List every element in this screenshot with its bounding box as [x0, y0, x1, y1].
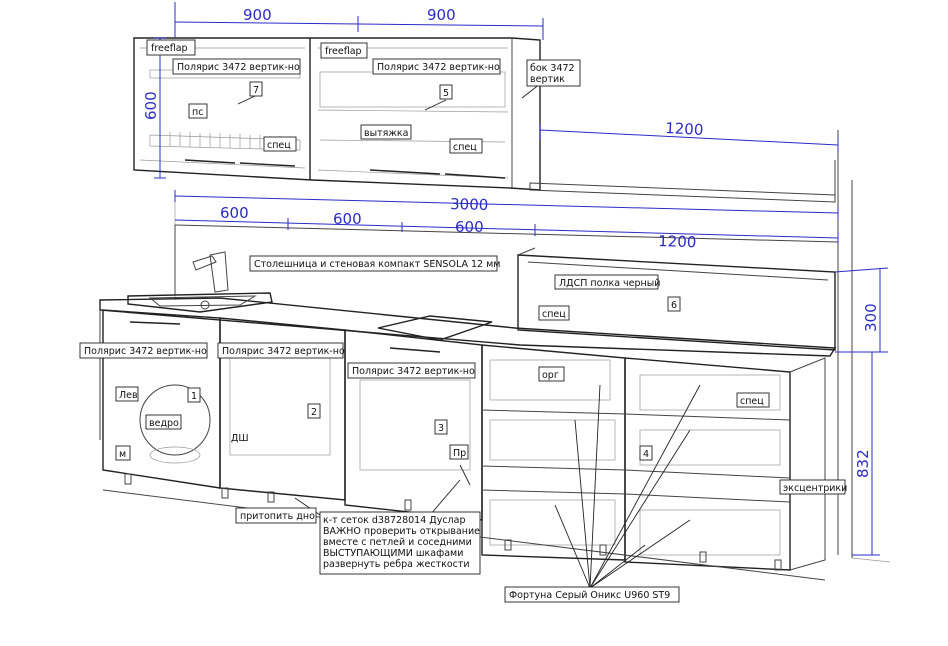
label-fortuna: Фортуна Серый Оникс U960 ST9 [509, 590, 670, 601]
note-line-1: к-т сеток d38728014 Дуслар [323, 515, 466, 526]
label-dsh: ДШ [231, 433, 249, 444]
label-polaris-base-1: Полярис 3472 вертик-но [84, 346, 207, 357]
dim-base-4: 1200 [658, 232, 697, 251]
label-spec-1: спец [267, 140, 291, 151]
dimension-texts: 900 900 600 1200 3000 600 600 600 1200 3… [142, 6, 880, 478]
dim-base-1: 600 [220, 204, 249, 222]
number-6: 6 [671, 300, 677, 311]
label-pr: Пр [453, 448, 466, 459]
dim-base-2: 600 [333, 210, 362, 228]
number-1: 1 [191, 391, 197, 402]
note-line-4: ВЫСТУПАЮЩИМИ шкафами [323, 548, 463, 559]
label-bok-2: вертик [530, 74, 565, 85]
label-org: орг [542, 370, 559, 381]
label-vytyazhka: вытяжка [364, 128, 408, 139]
leader-lines [237, 79, 701, 589]
number-4: 4 [643, 449, 649, 460]
label-m: м [119, 449, 126, 460]
label-pc: пс [192, 107, 203, 118]
dim-total-width: 3000 [450, 195, 489, 214]
label-freeflap-1: freeflap [151, 43, 188, 54]
dimension-lines [154, 2, 889, 556]
sink [127, 251, 273, 313]
dim-upper-mid: 900 [427, 6, 456, 24]
label-spec-4: спец [740, 396, 764, 407]
label-lev: Лев [119, 390, 138, 401]
number-3: 3 [438, 423, 444, 434]
label-spec-2: спец [453, 142, 477, 153]
number-7: 7 [253, 85, 259, 96]
label-polaris-upper-1: Полярис 3472 вертик-но [177, 62, 300, 73]
label-spec-3: спец [542, 309, 566, 320]
ldsp-shelf-box [517, 247, 836, 351]
number-5: 5 [443, 88, 449, 99]
structure [99, 37, 891, 581]
label-freeflap-2: freeflap [325, 46, 362, 57]
dim-base-height: 832 [854, 449, 872, 478]
label-pritopit-dno: притопить дно [240, 511, 315, 522]
dim-base-3: 600 [455, 218, 484, 236]
label-countertop: Столешница и стеновая компакт SENSOLA 12… [254, 259, 500, 270]
label-polaris-upper-2: Полярис 3472 вертик-но [377, 62, 500, 73]
number-2: 2 [311, 407, 317, 418]
note-line-3: вместе с петлей и соседними [323, 537, 472, 548]
label-bok: бок 3472 [530, 63, 575, 74]
dim-panel-height: 300 [862, 303, 880, 332]
label-polaris-base-3: Полярис 3472 вертик-но [352, 366, 475, 377]
label-polaris-base-2: Полярис 3472 вертик-но [222, 346, 345, 357]
label-eccentrics: эксцентрики [783, 483, 847, 494]
dim-upper-height: 600 [142, 91, 160, 120]
labels: freeflap freeflap Полярис 3472 вертик-но… [79, 39, 847, 603]
dim-upper-left: 900 [243, 6, 272, 24]
hob [377, 315, 493, 341]
note-line-2: ВАЖНО проверить открывание [323, 526, 480, 537]
dim-shelf-width: 1200 [665, 119, 704, 139]
open-shelf-upper [529, 160, 836, 203]
label-ldsp-shelf: ЛДСП полка черный [559, 278, 660, 289]
label-vedro: ведро [149, 418, 179, 429]
note-line-5: развернуть ребра жесткости [323, 559, 470, 570]
